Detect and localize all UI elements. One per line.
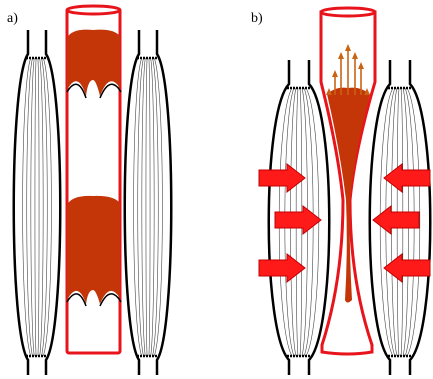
panel-b (259, 8, 430, 375)
compression-arrow (275, 206, 321, 234)
muscle-fiber (40, 58, 43, 356)
compression-arrow (259, 164, 305, 192)
muscle-right-a (125, 30, 172, 375)
panel-a (14, 6, 172, 375)
muscle-fiber (142, 58, 145, 356)
compression-arrow (384, 254, 430, 282)
muscle-fiber (35, 58, 36, 356)
muscle-fiber (38, 58, 39, 356)
muscle-left-a (14, 30, 61, 375)
muscle-fiber (149, 58, 150, 356)
muscle-fiber (31, 58, 35, 356)
muscle-fiber (146, 58, 147, 356)
compression-arrow (384, 164, 430, 192)
blood-bolus-bottom (67, 196, 121, 304)
compression-arrow (259, 254, 305, 282)
muscle-fiber (151, 58, 154, 356)
